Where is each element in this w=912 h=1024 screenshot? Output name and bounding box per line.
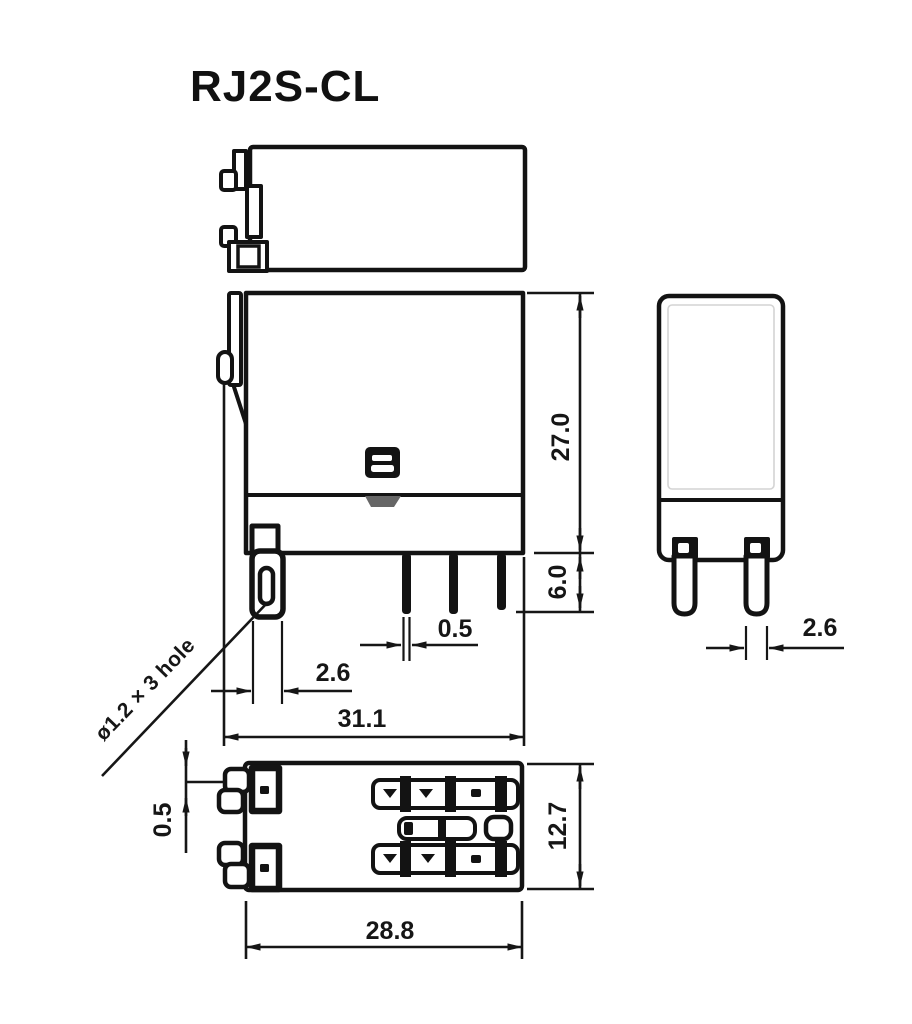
front-view-latch-button: [365, 447, 400, 478]
front-view-lever-slope: [232, 385, 248, 426]
bottom-view-pin-slot: [445, 776, 456, 812]
front-view-latch-hole: [257, 565, 276, 607]
bottom-view-contact-mark: [419, 789, 433, 798]
front-view-lever-grip: [216, 350, 234, 385]
bottom-view-center-slot: [397, 816, 477, 841]
bottom-view-pin-slot: [495, 776, 507, 812]
dim-label-overall-width: 31.1: [338, 705, 387, 733]
dim-label-latch-protrusion: 0.5: [149, 803, 177, 838]
bottom-view-terminal-mark: [260, 786, 269, 794]
dim-bottom-latch-protrusion: 0.5: [149, 740, 225, 853]
dim-label-body-height: 27.0: [547, 413, 575, 462]
dim-label-pin-length: 6.0: [544, 565, 572, 600]
side-view-pin-left: [671, 553, 698, 617]
front-view-pin-3: [497, 553, 506, 610]
bottom-view-terminal-mark: [260, 864, 269, 872]
top-view-latch-bar: [245, 184, 263, 239]
side-view-body-outline: [656, 293, 786, 563]
side-view-pin-collar-right-window: [750, 543, 761, 553]
dim-front-overall-width: 31.1: [222, 382, 526, 746]
bottom-view-contact-mark: [421, 854, 435, 863]
top-view: [219, 144, 528, 273]
bottom-view-latch-tab: [216, 787, 246, 815]
dim-label-body-width: 28.8: [366, 917, 415, 945]
front-view-pin-1: [402, 553, 411, 614]
dim-label-side-pin-width: 2.6: [803, 614, 838, 642]
side-view-pin-collar-left-window: [678, 543, 689, 553]
front-view: [216, 290, 526, 620]
dim-front-latch-offset: 2.6: [211, 621, 352, 704]
bottom-view-terminal-window-bottom: [248, 842, 283, 893]
front-view-body-outline: [243, 290, 526, 556]
bottom-view-center-slot-divider: [438, 818, 446, 839]
dim-side-pin-width: 2.6: [706, 614, 844, 660]
leader-line: [101, 601, 269, 777]
dim-label-latch-offset: 2.6: [316, 659, 351, 687]
dim-bottom-width: 28.8: [244, 901, 524, 959]
side-view: [656, 293, 786, 617]
bottom-view-contact-mark: [383, 789, 397, 798]
front-view-pin-2: [449, 553, 458, 614]
bottom-view-pin-slot: [400, 841, 411, 877]
bottom-view-center-slot-nub: [404, 822, 413, 835]
front-view-latch-button-slot-upper: [372, 455, 392, 461]
front-view-latch-button-slot-lower: [371, 465, 394, 472]
top-view-latch-tab-upper: [219, 169, 238, 192]
bottom-view-contact-mark: [383, 854, 397, 863]
dim-label-body-depth: 12.7: [544, 802, 572, 851]
dim-front-heights: 27.0 6.0: [516, 291, 594, 614]
bottom-view-latch-tab: [216, 840, 246, 868]
side-view-inner-shading: [667, 304, 775, 490]
bottom-view-pin-slot: [400, 776, 411, 812]
dim-bottom-depth: 12.7: [527, 762, 594, 891]
bottom-view: [216, 760, 525, 893]
bottom-view-contact-mark: [471, 789, 481, 797]
bottom-view-contact-mark: [471, 855, 481, 863]
bottom-view-pin-slot: [445, 841, 456, 877]
front-view-base-notch: [365, 496, 401, 507]
top-view-latch-foot-inner: [236, 244, 261, 269]
bottom-view-center-slot-small: [483, 814, 514, 842]
bottom-view-latch-tab: [222, 861, 252, 890]
bottom-view-pin-slot: [495, 841, 507, 877]
side-view-pin-right: [743, 553, 770, 617]
dim-label-pin-thickness: 0.5: [438, 615, 473, 643]
part-number-title: RJ2S-CL: [190, 62, 380, 111]
dim-front-pin-thickness: 0.5: [360, 615, 478, 661]
top-view-body-outline: [247, 144, 528, 273]
